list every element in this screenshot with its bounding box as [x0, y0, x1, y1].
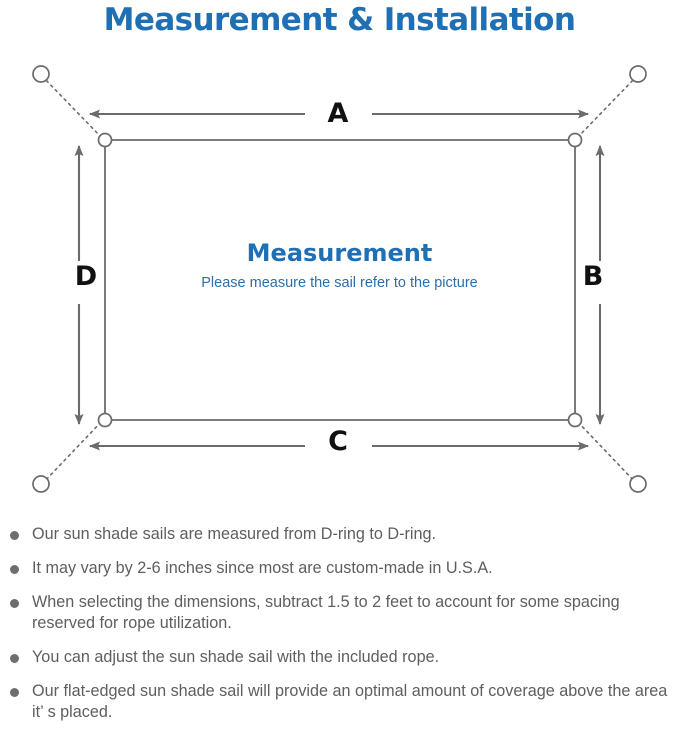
d-ring-bottom-right [567, 412, 583, 428]
bullet-icon [10, 565, 19, 574]
note-text: Our flat-edged sun shade sail will provi… [32, 682, 668, 721]
anchor-rings [32, 65, 647, 493]
note-text: It may vary by 2-6 inches since most are… [32, 559, 493, 577]
diagram-center-title: Measurement [246, 239, 433, 267]
note-text: Our sun shade sails are measured from D-… [32, 525, 436, 543]
anchor-ring-top-right [629, 65, 647, 83]
dimension-label-d: D [74, 261, 98, 292]
anchor-ring-top-left [32, 65, 50, 83]
list-item: Our sun shade sails are measured from D-… [0, 524, 679, 545]
dimension-label-b: B [582, 261, 604, 292]
d-ring-top-left [97, 132, 113, 148]
note-text: When selecting the dimensions, subtract … [32, 593, 620, 632]
anchor-ring-bottom-right [629, 475, 647, 493]
anchor-ring-bottom-left [32, 475, 50, 493]
notes-list: Our sun shade sails are measured from D-… [0, 524, 679, 736]
bullet-icon [10, 688, 19, 697]
d-ring-top-right [567, 132, 583, 148]
list-item: Our flat-edged sun shade sail will provi… [0, 681, 679, 723]
page-title: Measurement & Installation [103, 2, 576, 38]
list-item: It may vary by 2-6 inches since most are… [0, 558, 679, 579]
diagram-svg [32, 65, 647, 493]
anchor-connectors [41, 75, 638, 485]
list-item: You can adjust the sun shade sail with t… [0, 647, 679, 668]
d-ring-bottom-left [97, 412, 113, 428]
measurement-diagram: A B C D Measurement Please measure the s… [0, 46, 679, 516]
list-item: When selecting the dimensions, subtract … [0, 592, 679, 634]
bullet-icon [10, 654, 19, 663]
dimension-label-c: C [328, 426, 348, 457]
diagram-center-subtitle: Please measure the sail refer to the pic… [201, 275, 478, 291]
bullet-icon [10, 531, 19, 540]
sail-rectangle [104, 139, 576, 421]
bullet-icon [10, 599, 19, 608]
sail-d-rings [97, 132, 583, 428]
note-text: You can adjust the sun shade sail with t… [32, 648, 440, 666]
dimension-label-a: A [327, 98, 349, 129]
